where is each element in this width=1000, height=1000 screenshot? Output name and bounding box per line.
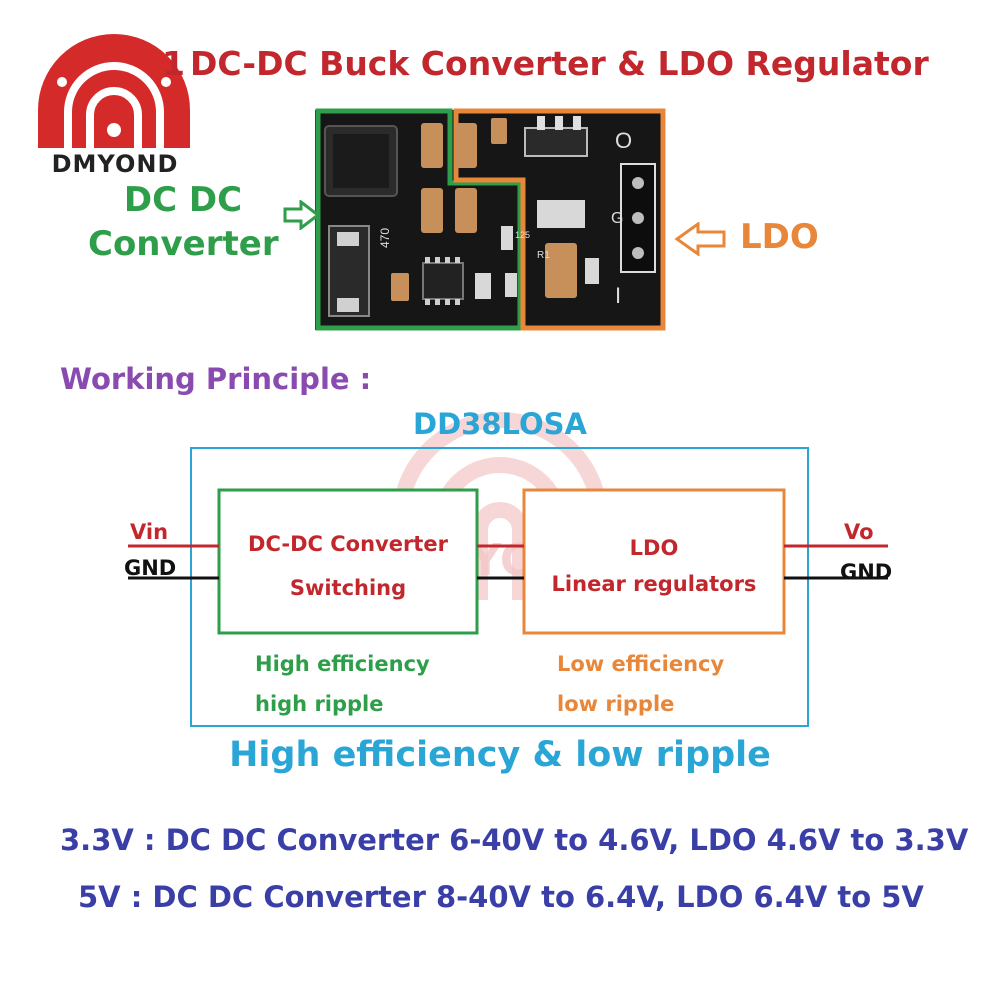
dcdc-note: High efficiency high ripple: [255, 644, 430, 724]
brand-logo-text: DMYOND: [51, 150, 179, 178]
title-prefix: 1: [162, 44, 185, 83]
vin-label: Vin: [130, 520, 169, 544]
spec-3v3: 3.3V : DC DC Converter 6-40V to 4.6V, LD…: [60, 823, 969, 857]
ldo-side-label: LDO: [740, 217, 819, 257]
brand-logo-icon: [38, 34, 190, 148]
summary-caption: High efficiency & low ripple: [229, 735, 771, 775]
ldo-block-line2: Linear regulators: [551, 572, 757, 596]
ldo-block: [522, 488, 786, 635]
page-title: DC-DC Buck Converter & LDO Regulator: [190, 44, 929, 83]
dcdc-note-line2: high ripple: [255, 692, 384, 716]
working-principle-heading: Working Principle :: [60, 362, 372, 396]
dcdc-side-label-line1: DC DC: [123, 180, 243, 220]
dcdc-block-text: DC-DC Converter Switching: [219, 522, 477, 610]
silk-125: 125: [515, 230, 530, 240]
block-diagram: [128, 447, 888, 727]
gnd-out-label: GND: [840, 560, 893, 584]
ldo-note-line1: Low efficiency: [557, 652, 725, 676]
dcdc-block: [217, 488, 479, 635]
chip-name: DD38LOSA: [413, 407, 587, 441]
ldo-note: Low efficiency low ripple: [557, 644, 724, 724]
silk-i: I: [615, 283, 621, 308]
module-outline: [190, 447, 809, 727]
dcdc-side-label: DC DC Converter: [88, 178, 279, 266]
silk-470: 470: [378, 228, 392, 248]
silk-o: O: [615, 128, 632, 153]
silk-g: G: [611, 210, 623, 227]
dcdc-block-line1: DC-DC Converter: [248, 532, 448, 556]
vo-label: Vo: [844, 520, 874, 544]
spec-5v: 5V : DC DC Converter 8-40V to 6.4V, LDO …: [78, 880, 924, 914]
ldo-note-line2: low ripple: [557, 692, 675, 716]
arrow-left-icon: [674, 222, 726, 256]
dcdc-block-line2: Switching: [289, 576, 407, 600]
dcdc-note-line1: High efficiency: [255, 652, 430, 676]
dcdc-side-label-line2: Converter: [88, 224, 279, 264]
ldo-block-text: LDO Linear regulators: [524, 530, 784, 602]
pcb-board-image: 470 G O I R1 125: [315, 108, 666, 331]
gnd-in-label: GND: [124, 556, 177, 580]
silk-r1: R1: [537, 250, 550, 261]
ldo-block-line1: LDO: [629, 536, 679, 560]
arrow-right-icon: [283, 200, 321, 230]
